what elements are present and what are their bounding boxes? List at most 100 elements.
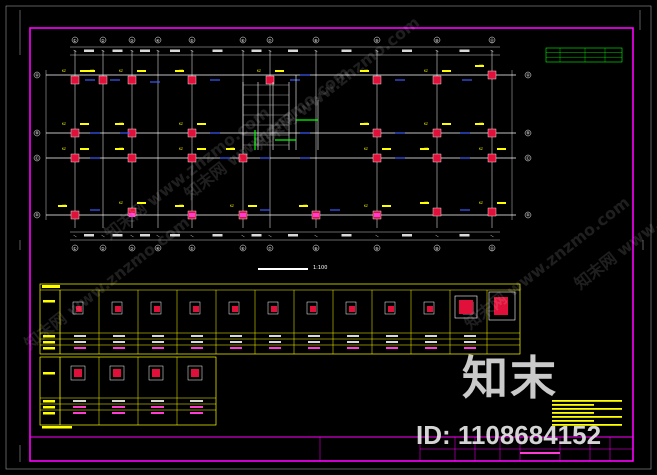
- grid-label-right: Ⓐ: [526, 72, 530, 78]
- section-fill-wide: [459, 300, 473, 314]
- grid-bubble-top: [433, 36, 441, 44]
- section-fill: [349, 306, 355, 312]
- grid-bubble-left: [33, 129, 41, 137]
- grid-label-top: ⑦: [268, 38, 272, 43]
- column-tag-slot: [367, 201, 377, 206]
- concrete-column: [432, 128, 442, 138]
- section-fill: [427, 306, 433, 312]
- concrete-column: [432, 207, 442, 217]
- dimension-value-bottom: [251, 234, 262, 237]
- detail-value-1: [191, 335, 203, 337]
- detail-value-3: [191, 347, 203, 349]
- section-outline: [72, 301, 84, 315]
- dimension-tick: [314, 49, 318, 53]
- rebar-callout: [86, 70, 95, 72]
- column-tag-label: KZ: [424, 122, 428, 126]
- grid-label-right: Ⓓ: [526, 212, 530, 218]
- detail-value-2: [347, 341, 359, 343]
- section-outline-2: [148, 365, 164, 381]
- rebar-callout: [80, 123, 89, 125]
- rebar-callout: [360, 70, 369, 72]
- section-fill: [310, 306, 316, 312]
- grid-label-top: ⑤: [190, 38, 194, 43]
- grid-label-left: Ⓒ: [35, 155, 39, 161]
- detail-value-2-2: [190, 406, 203, 408]
- grid-bubble-top: [99, 36, 107, 44]
- grid-bubble-bottom: [373, 244, 381, 252]
- concrete-column: [265, 75, 275, 85]
- dimension-tick: [490, 234, 494, 238]
- section-fill: [271, 306, 277, 312]
- column-section-table: [39, 283, 521, 429]
- concrete-column: [487, 207, 497, 217]
- column-tag-label: KZ: [479, 147, 483, 151]
- grid-label-top: ⑪: [490, 37, 494, 43]
- column-pad-marker: [374, 213, 380, 217]
- rebar-callout: [360, 123, 369, 125]
- rebar-callout: [226, 148, 235, 150]
- column-tag-slot: [65, 119, 75, 124]
- dimension-value-bottom: [341, 234, 352, 237]
- column-tag-slot: [427, 119, 437, 124]
- rebar-callout: [248, 205, 257, 207]
- dimension-tick: [101, 49, 105, 53]
- dimension-lines: [45, 46, 513, 241]
- column-tag-slot: [427, 66, 437, 71]
- column-pad-marker: [240, 213, 246, 217]
- dimension-tick: [314, 234, 318, 238]
- detail-value-3: [269, 347, 281, 349]
- detail-value-2-2: [112, 406, 125, 408]
- dimension-value-bottom: [140, 234, 150, 237]
- concrete-column: [187, 128, 197, 138]
- dimension-value-top: [140, 49, 150, 52]
- grid-label-top: ⑨: [375, 38, 379, 43]
- detail-value-1: [386, 335, 398, 337]
- grid-bubble-right: [524, 154, 532, 162]
- section-outline: [228, 301, 240, 315]
- detail-row-label: [43, 335, 55, 338]
- column-tag-label: KZ: [62, 147, 66, 151]
- detail-note-line: [42, 426, 72, 429]
- rebar-callout: [475, 65, 484, 67]
- rebar-callout: [115, 123, 124, 125]
- detail-value-1: [113, 335, 125, 337]
- grid-bubble-left: [33, 211, 41, 219]
- grid-bubble-top: [373, 36, 381, 44]
- detail-value-1: [152, 335, 164, 337]
- column-tag-slot: [482, 144, 492, 149]
- grid-bubble-right: [524, 71, 532, 79]
- grid-bubble-top: [188, 36, 196, 44]
- column-tag-slot: [260, 66, 270, 71]
- detail-value-1: [230, 335, 242, 337]
- concrete-column: [70, 153, 80, 163]
- dimension-tick: [73, 234, 77, 238]
- rebar-callout: [175, 205, 184, 207]
- rebar-callout: [80, 148, 89, 150]
- column-pad-marker: [189, 213, 195, 217]
- concrete-column: [187, 75, 197, 85]
- detail-value-1: [308, 335, 320, 337]
- dimension-tick: [101, 234, 105, 238]
- grid-bubble-bottom: [239, 244, 247, 252]
- diagonal-watermark-text: 知末网 www.znzmo.com: [251, 13, 423, 153]
- dimension-value-top: [212, 49, 223, 52]
- section-fill: [193, 306, 199, 312]
- concrete-column: [372, 75, 382, 85]
- column-tag-label: KZ: [119, 69, 123, 73]
- grid-bubble-bottom: [433, 244, 441, 252]
- column-tag-slot: [65, 144, 75, 149]
- section-outline-large: [488, 291, 516, 321]
- column-tag-label: KZ: [257, 69, 261, 73]
- grid-label-bottom: ⑥: [241, 246, 245, 251]
- column-pad-marker: [313, 213, 319, 217]
- detail-value-2: [230, 341, 242, 343]
- rebar-callout: [497, 148, 506, 150]
- rebar-callout: [442, 123, 451, 125]
- dimension-value-bottom: [212, 234, 223, 237]
- detail-row-label-2: [43, 400, 55, 403]
- grid-label-top: ②: [101, 38, 105, 43]
- dimension-tick: [435, 234, 439, 238]
- grid-label-right: Ⓑ: [526, 130, 530, 136]
- detail-value-1: [269, 335, 281, 337]
